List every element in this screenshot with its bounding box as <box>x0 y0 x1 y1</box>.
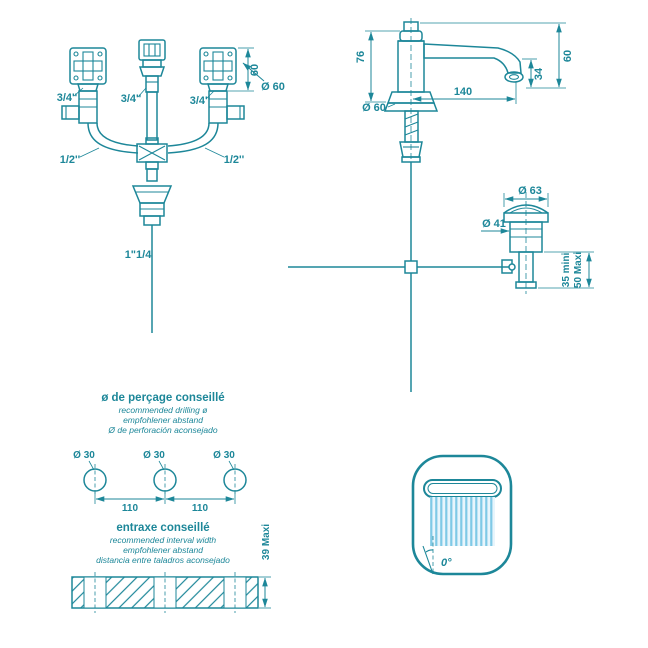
drilling-title: ø de perçage conseillé <box>101 392 224 404</box>
drill-hole-3 <box>223 468 247 492</box>
front-conn-center-label: 3/4'' <box>121 93 142 105</box>
spout-tip <box>423 479 502 498</box>
hole-spacing-label-2: 110 <box>192 503 209 514</box>
drain-body <box>501 204 549 289</box>
drain-dim-body-diameter: Ø 41 <box>482 218 506 230</box>
drilling-line-en: recommended drilling ø <box>119 405 208 415</box>
max-thickness-label: 39 Maxi <box>261 524 272 560</box>
side-dim-height-left: 76 <box>355 51 367 63</box>
drain-dim-max: 50 Maxi <box>573 252 584 288</box>
drilling-line-es: Ø de perforación aconsejado <box>107 425 217 435</box>
interval-title: entraxe conseillé <box>116 522 209 534</box>
pop-up-lever <box>288 260 516 274</box>
front-conn-left-label: 3/4'' <box>57 92 78 104</box>
drain-assembly: Ø 63 Ø 41 35 mini 50 Maxi <box>288 185 594 294</box>
countertop-section: 39 Maxi <box>71 524 272 613</box>
drilling-template: ø de perçage conseillé recommended drill… <box>73 392 247 565</box>
front-view: 3/4'' 3/4'' 3/4'' 1/2'' 1/2'' 1"1/4 60 Ø… <box>57 39 285 333</box>
side-view: 76 60 34 140 Ø 60 <box>355 18 574 392</box>
side-dim-outlet-height: 34 <box>533 67 545 80</box>
faucet-body-side <box>383 21 524 112</box>
front-dim-handle-height: 60 <box>249 64 261 76</box>
interval-line-de: empfohlener abstand <box>123 545 203 555</box>
drilling-line-de: empfohlener abstand <box>123 415 203 425</box>
front-inlet-left-label: 1/2'' <box>60 154 81 166</box>
side-dim-base-diameter: Ø 60 <box>362 102 386 114</box>
hole-diameter-label-2: Ø 30 <box>143 450 165 461</box>
detail-callout-frame <box>411 454 513 576</box>
drain-dim-flange-diameter: Ø 63 <box>518 185 542 197</box>
front-dim-handle-diameter: Ø 60 <box>261 81 285 93</box>
center-column <box>136 39 168 182</box>
hole-spacing-label-1: 110 <box>122 503 139 514</box>
drill-hole-1 <box>83 468 107 492</box>
drill-hole-2 <box>153 468 177 492</box>
drain-dim-min: 35 mini <box>561 253 572 288</box>
front-inlet-right-label: 1/2'' <box>224 154 245 166</box>
mounting-shank <box>399 110 423 392</box>
drain-front <box>131 185 173 333</box>
front-conn-right-label: 3/4'' <box>190 95 211 107</box>
right-handle <box>167 47 245 154</box>
stream-angle-label: 0° <box>441 557 452 569</box>
front-drain-size-label: 1"1/4 <box>125 249 153 261</box>
side-dim-spout-reach: 140 <box>454 86 472 98</box>
side-dim-height-right: 60 <box>562 50 574 62</box>
left-handle <box>61 47 139 154</box>
hole-diameter-label-1: Ø 30 <box>73 450 95 461</box>
interval-line-es: distancia entre taladros aconsejado <box>96 555 230 565</box>
hole-diameter-label-3: Ø 30 <box>213 450 235 461</box>
interval-line-en: recommended interval width <box>110 535 217 545</box>
water-stream <box>430 497 495 546</box>
aerator-detail: 0° <box>411 454 513 576</box>
